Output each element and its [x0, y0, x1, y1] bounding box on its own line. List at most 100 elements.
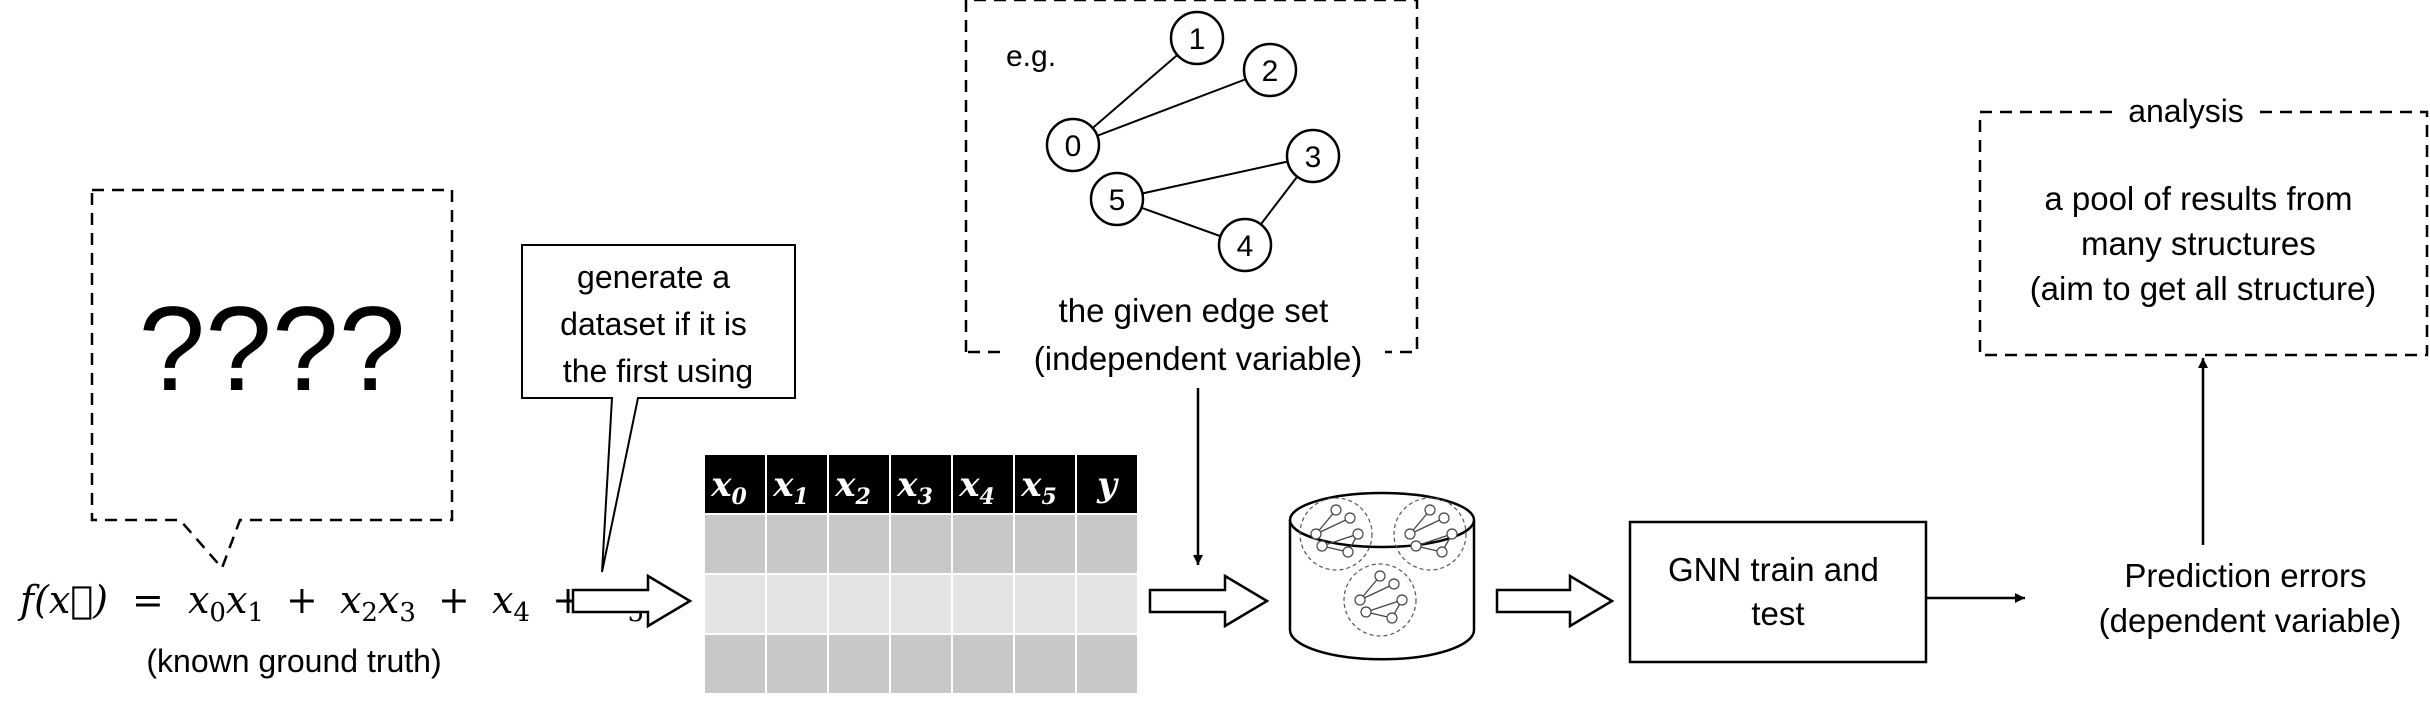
- mini-graph-node: [1436, 546, 1448, 558]
- mini-graph-node: [1386, 612, 1398, 624]
- graph-edge: [1072, 69, 1271, 146]
- formula-var: x: [188, 578, 209, 622]
- formula-sub: 4: [513, 598, 530, 628]
- graph-node-label: 1: [1189, 23, 1206, 56]
- formula-sub: 3: [399, 598, 416, 628]
- prediction-errors-label: Prediction errors: [2124, 557, 2366, 594]
- table-cell: [1013, 633, 1077, 695]
- table-cell: [1075, 513, 1139, 575]
- table-header-cell: [951, 453, 1015, 515]
- graph-node-label: 3: [1305, 141, 1322, 174]
- mini-graph-node: [1424, 504, 1436, 516]
- mini-graph-edge: [1359, 583, 1395, 601]
- mini-graph-node: [1446, 528, 1458, 540]
- formula-sub: 1: [247, 598, 264, 628]
- gnn-label: GNN train and: [1668, 551, 1879, 588]
- mini-graph-boundary: [1393, 497, 1467, 571]
- table-cell: [703, 633, 767, 695]
- hollow-arrow-formula-to-table: [571, 573, 693, 629]
- mini-graph-node: [1342, 546, 1354, 558]
- graph-node-label: 5: [1109, 184, 1126, 217]
- table-header-label: x5: [1020, 465, 1057, 510]
- mini-graph-node: [1330, 504, 1342, 516]
- formula-plus: +: [438, 578, 470, 622]
- table-cell: [827, 573, 891, 635]
- formula-plus: +: [286, 578, 318, 622]
- hollow-arrow-pool-to-gnn: [1495, 573, 1615, 629]
- mini-graph-edge: [1321, 533, 1359, 547]
- graph-node: [1217, 217, 1273, 273]
- graph-node: [1242, 42, 1298, 98]
- formula-lhs: f(x⃗): [17, 578, 108, 622]
- table-cell: [703, 513, 767, 575]
- generate-dataset-callout: generate a dataset if it is the first us…: [521, 244, 796, 573]
- mini-graph-boundary: [1343, 563, 1417, 637]
- mini-graph-edge: [1415, 533, 1453, 547]
- prediction-errors-label: (dependent variable): [2099, 602, 2402, 639]
- svg-text:GNN train and test: GNN train and test: [1668, 551, 1888, 632]
- table-header-label: x2: [834, 465, 871, 510]
- graph-node: [1169, 10, 1225, 66]
- pool-graph-icons: [1299, 497, 1467, 637]
- mini-graph-node: [1310, 528, 1322, 540]
- mini-graph-node: [1404, 528, 1416, 540]
- svg-text:f(x⃗) = x0x1: f(x⃗) = x0x1 + x2x3 + x4 + x5: [17, 578, 644, 630]
- formula-var: x: [378, 578, 399, 622]
- table-header-cell: [889, 453, 953, 515]
- svg-text:a pool of results from m: a pool of results from many structures (…: [2030, 180, 2377, 307]
- svg-text:generate a dataset if it: generate a dataset if it is the first us…: [560, 259, 756, 389]
- gnn-label: test: [1751, 595, 1804, 632]
- table-header-label: y: [1096, 465, 1119, 505]
- mini-graph-node: [1396, 594, 1408, 606]
- table-cell: [827, 513, 891, 575]
- table-header-cell: [1075, 453, 1139, 515]
- unknown-function-callout: ????: [90, 188, 454, 571]
- mini-graph-edge: [1315, 517, 1351, 535]
- table-cell: [765, 633, 829, 695]
- graph-node: [1285, 128, 1341, 184]
- example-label: e.g.: [1006, 40, 1056, 73]
- mini-graph-edge: [1409, 517, 1445, 535]
- svg-text:Prediction errors (depende: Prediction errors (dependent variable): [2099, 557, 2402, 639]
- hollow-arrow-table-to-pool: [1148, 573, 1270, 629]
- table-cell: [889, 513, 953, 575]
- mini-graph-edge: [1365, 599, 1403, 613]
- mini-graph-node: [1360, 606, 1372, 618]
- table-header-label: x4: [958, 465, 995, 510]
- formula-var: x: [492, 578, 513, 622]
- mini-graph-node: [1438, 512, 1450, 524]
- table-cell: [951, 513, 1015, 575]
- svg-text:the given edge set (inde: the given edge set (independent variable…: [1034, 292, 1362, 377]
- formula-sub: 2: [361, 598, 378, 628]
- graph-edge: [1072, 37, 1198, 146]
- table-cell: [703, 573, 767, 635]
- table-cell: [951, 633, 1015, 695]
- analysis-title: analysis: [2128, 93, 2244, 129]
- mini-graph-node: [1352, 528, 1364, 540]
- analysis-text: (aim to get all structure): [2030, 270, 2377, 307]
- edge-set-caption: the given edge set: [1059, 292, 1329, 329]
- formula-sub: 0: [209, 598, 226, 628]
- graph-node-label: 4: [1237, 230, 1254, 263]
- table-cell: [1013, 513, 1077, 575]
- graph-dataset-pool: [1288, 491, 1476, 661]
- ground-truth-formula: f(x⃗) = x0x1 + x2x3 + x4 + x5 (known gro…: [17, 578, 644, 679]
- generate-callout-line: generate a: [577, 259, 730, 295]
- mini-graph-node: [1374, 570, 1386, 582]
- unknown-function-text: ????: [139, 282, 406, 416]
- table-cell: [765, 573, 829, 635]
- mini-graph-boundary: [1299, 497, 1373, 571]
- table-cell: [1013, 573, 1077, 635]
- table-header-cell: [1013, 453, 1077, 515]
- formula-var: x: [340, 578, 361, 622]
- mini-graph-node: [1410, 540, 1422, 552]
- analysis-text: many structures: [2081, 225, 2316, 262]
- mini-graph-node: [1344, 512, 1356, 524]
- generate-callout-line: the first using: [563, 353, 753, 389]
- table-header-label: x1: [772, 465, 809, 510]
- table-header-label: x0: [710, 465, 747, 510]
- gnn-train-test-box: GNN train and test: [1628, 520, 1928, 664]
